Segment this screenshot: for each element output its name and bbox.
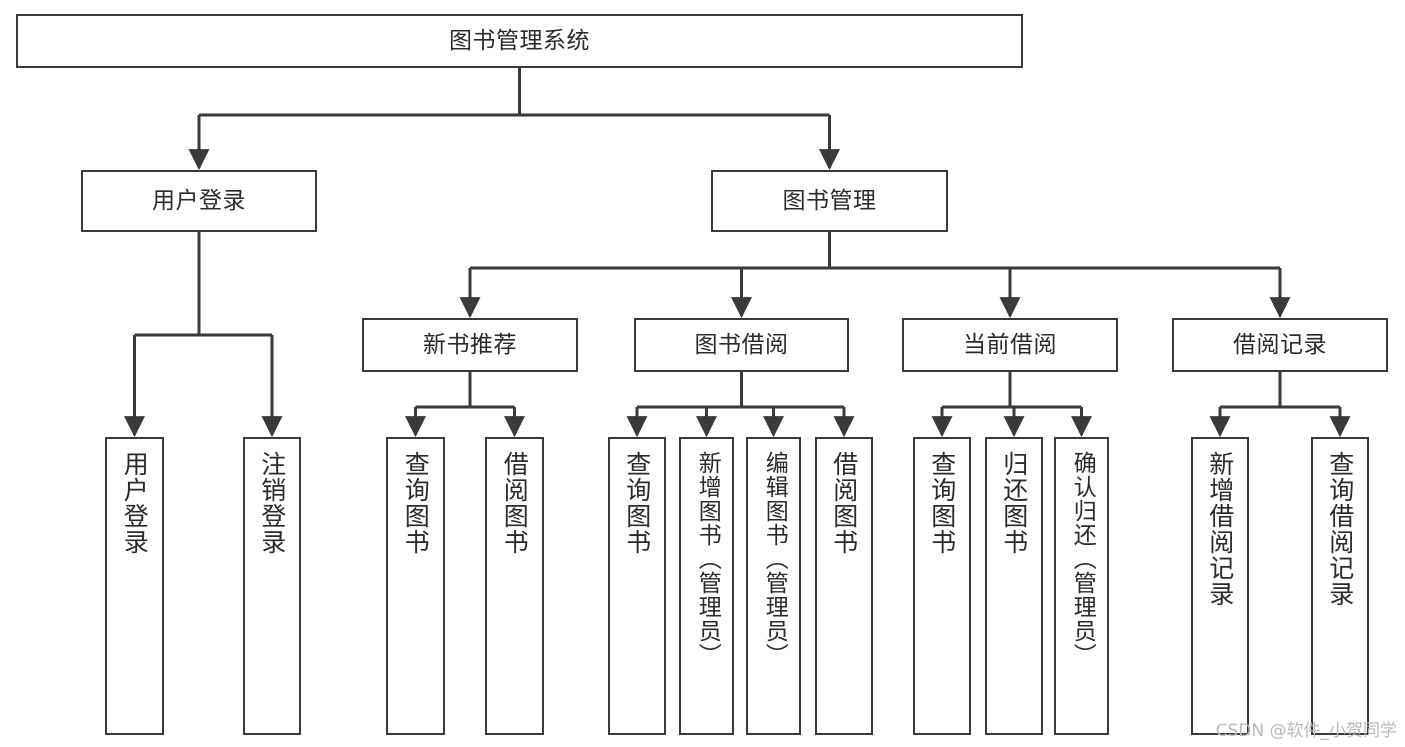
node-leaf-add-book[interactable]: 新增图书（管理员）: [679, 437, 734, 735]
node-leaf-query-record[interactable]: 查询借阅记录: [1311, 437, 1369, 735]
node-borrow-record[interactable]: 借阅记录: [1172, 318, 1388, 372]
node-label: 用户登录: [120, 451, 150, 555]
watermark: CSDN @软件_小贺同学: [1215, 721, 1397, 741]
node-leaf-query-book-2[interactable]: 查询图书: [608, 437, 666, 735]
node-book-manage[interactable]: 图书管理: [711, 170, 948, 232]
node-label: 图书借阅: [694, 331, 789, 358]
node-label: 查询借阅记录: [1325, 451, 1355, 607]
node-label: 用户登录: [152, 187, 246, 214]
node-label: 图书管理系统: [449, 27, 590, 54]
node-label: 归还图书: [999, 451, 1029, 555]
node-label: 查询图书: [401, 451, 431, 555]
node-label: 图书管理: [782, 187, 877, 214]
node-leaf-borrow-book-2[interactable]: 借阅图书: [815, 437, 873, 735]
node-label: 确认归还（管理员）: [1069, 451, 1096, 667]
node-label: 查询图书: [622, 451, 652, 555]
node-label: 借阅图书: [829, 451, 859, 555]
node-label: 借阅记录: [1233, 331, 1327, 358]
node-leaf-return-book[interactable]: 归还图书: [985, 437, 1043, 735]
node-label: 编辑图书（管理员）: [761, 451, 788, 667]
node-label: 新书推荐: [423, 331, 517, 358]
node-label: 查询图书: [927, 451, 957, 555]
node-label: 新增图书（管理员）: [694, 451, 721, 667]
node-label: 当前借阅: [963, 331, 1057, 358]
node-root[interactable]: 图书管理系统: [16, 14, 1023, 68]
node-book-borrow[interactable]: 图书借阅: [634, 318, 849, 372]
node-leaf-borrow-book-1[interactable]: 借阅图书: [485, 437, 544, 735]
node-leaf-query-book-1[interactable]: 查询图书: [386, 437, 445, 735]
node-label: 借阅图书: [500, 451, 530, 555]
node-user-login[interactable]: 用户登录: [81, 170, 317, 232]
node-leaf-add-record[interactable]: 新增借阅记录: [1191, 437, 1249, 735]
node-leaf-query-book-3[interactable]: 查询图书: [913, 437, 971, 735]
node-current-borrow[interactable]: 当前借阅: [902, 318, 1118, 372]
node-leaf-user-login[interactable]: 用户登录: [105, 437, 164, 735]
node-leaf-user-logout[interactable]: 注销登录: [243, 437, 301, 735]
node-label: 注销登录: [257, 451, 287, 555]
node-leaf-confirm-return[interactable]: 确认归还（管理员）: [1054, 437, 1109, 735]
node-label: 新增借阅记录: [1205, 451, 1235, 607]
node-new-book-recommend[interactable]: 新书推荐: [362, 318, 578, 372]
node-leaf-edit-book[interactable]: 编辑图书（管理员）: [746, 437, 801, 735]
